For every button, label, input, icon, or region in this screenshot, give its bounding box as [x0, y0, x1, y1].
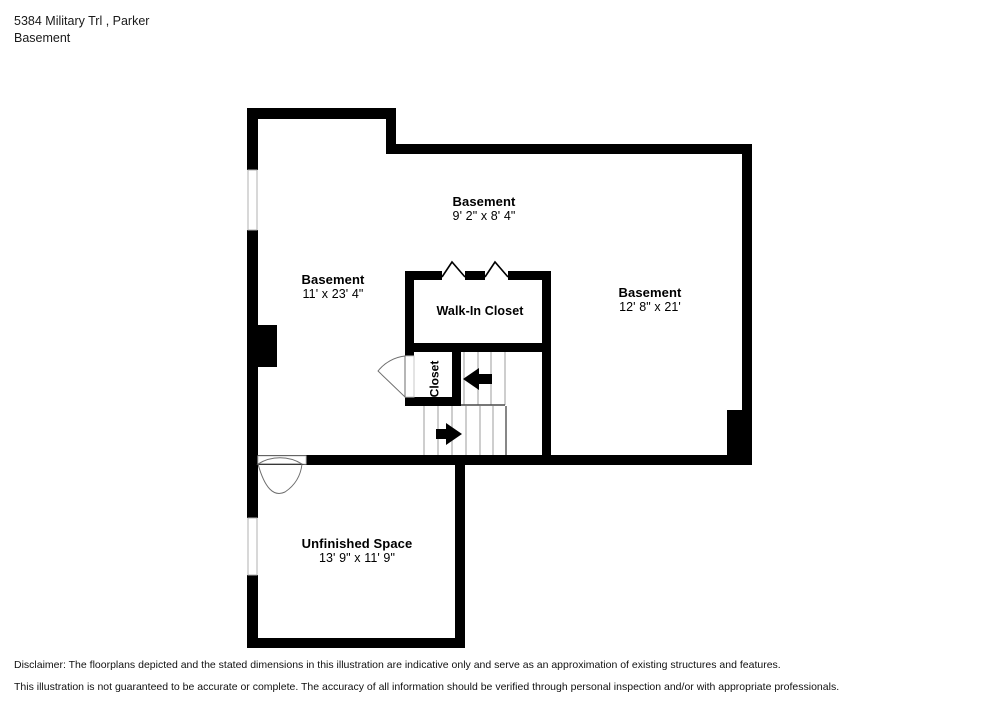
- door-arc-unfinished: [256, 457, 304, 465]
- stair-direction-arrow-down: [436, 423, 462, 445]
- wall-walkin-top-right: [508, 271, 551, 280]
- wall-unfinished-bottom: [247, 638, 465, 648]
- staircase-group: [423, 352, 507, 455]
- wall-walkin-bottom: [405, 343, 551, 352]
- room-name: Basement: [301, 272, 365, 287]
- bifold-door-right: [484, 260, 509, 278]
- wall-left-pier: [247, 325, 277, 367]
- wall-left-upper: [247, 108, 258, 170]
- wall-main-bottom-left: [247, 455, 465, 465]
- bifold-door-left: [441, 260, 466, 278]
- floor-level-label: Basement: [14, 31, 71, 45]
- wall-unfinished-left-upper: [247, 465, 258, 518]
- wall-group: [247, 108, 752, 648]
- room-dimensions: 9' 2" x 8' 4": [452, 209, 516, 223]
- property-address: 5384 Military Trl , Parker: [14, 14, 150, 28]
- wall-top-step: [386, 108, 396, 154]
- wall-closet-right: [452, 352, 461, 405]
- room-name: Basement: [618, 285, 682, 300]
- bifold-door-group: [441, 260, 509, 278]
- wall-closet-bottom: [405, 397, 461, 406]
- door-arc-unfinished-curve: [257, 463, 303, 494]
- wall-walkin-left: [405, 271, 414, 351]
- wall-unfinished-right: [455, 465, 465, 648]
- room-label-walk-in-closet: Walk-In Closet: [404, 304, 556, 319]
- door-arc-group: [256, 355, 406, 494]
- wall-top-right: [386, 144, 752, 154]
- room-label-basement-left: Basement 11' x 23' 4": [240, 272, 426, 302]
- wall-left-lower: [247, 367, 258, 465]
- room-name: Walk-In Closet: [436, 304, 524, 318]
- room-label-unfinished-space: Unfinished Space 13' 9" x 11' 9": [248, 536, 466, 566]
- plan-header: 5384 Military Trl , Parker Basement: [14, 13, 149, 47]
- room-label-closet: Closet: [409, 354, 459, 404]
- disclaimer-line-2: This illustration is not guaranteed to b…: [14, 681, 840, 693]
- wall-unfinished-left-lower: [247, 575, 258, 648]
- wall-walkin-top-mid: [465, 271, 485, 280]
- wall-walkin-top-left: [405, 271, 442, 280]
- room-name: Closet: [427, 360, 441, 398]
- room-dimensions: 12' 8" x 21': [619, 300, 681, 314]
- wall-main-bottom: [460, 455, 752, 465]
- room-dimensions: 11' x 23' 4": [302, 287, 364, 301]
- wall-top-left: [247, 108, 396, 119]
- wall-left-middle: [247, 230, 258, 325]
- disclaimer-block: Disclaimer: The floorplans depicted and …: [14, 654, 974, 698]
- room-name: Unfinished Space: [301, 536, 413, 551]
- stair-direction-arrow-up: [463, 368, 492, 390]
- room-name: Basement: [452, 194, 516, 209]
- wall-right-exterior: [742, 144, 752, 465]
- window-left-lower: [247, 517, 258, 576]
- room-label-basement-right: Basement 12' 8" x 21': [558, 285, 742, 315]
- disclaimer-line-1: Disclaimer: The floorplans depicted and …: [14, 659, 781, 671]
- room-label-basement-top: Basement 9' 2" x 8' 4": [386, 194, 582, 224]
- wall-walkin-right: [542, 271, 551, 465]
- door-arc-closet: [377, 355, 406, 399]
- window-left-upper: [247, 169, 258, 231]
- room-dimensions: 13' 9" x 11' 9": [318, 551, 396, 565]
